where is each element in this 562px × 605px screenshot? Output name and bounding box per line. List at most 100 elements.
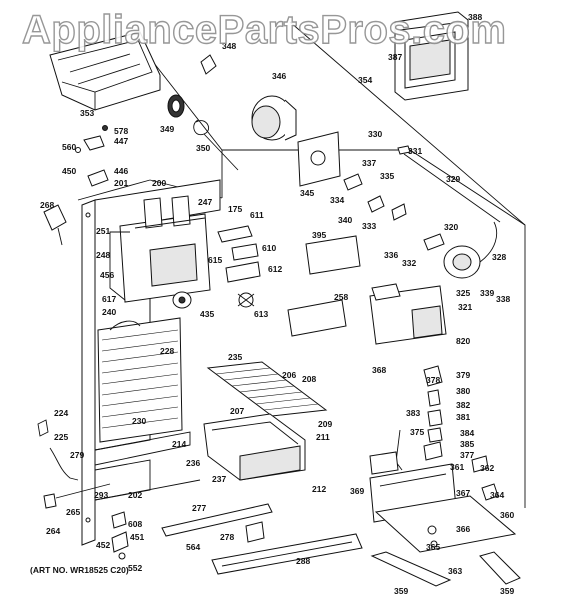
part-label-360: 360 <box>500 510 514 520</box>
lower-hinge-parts <box>43 483 129 560</box>
part-label-369: 369 <box>350 486 364 496</box>
part-label-247: 247 <box>198 197 212 207</box>
part-label-320: 320 <box>444 222 458 232</box>
part-label-349: 349 <box>160 124 174 134</box>
fan-bracket <box>217 225 261 308</box>
watermark: AppliancePartsPros.com <box>21 7 507 52</box>
part-label-450: 450 <box>62 166 76 176</box>
part-label-368: 368 <box>372 365 386 375</box>
part-label-608: 608 <box>128 519 142 529</box>
part-label-387: 387 <box>388 52 402 62</box>
part-label-278: 278 <box>220 532 234 542</box>
part-label-251: 251 <box>96 226 110 236</box>
part-label-235: 235 <box>228 352 242 362</box>
left-clips <box>75 125 109 187</box>
slide-rail <box>161 503 363 575</box>
part-label-240: 240 <box>102 307 116 317</box>
part-label-288: 288 <box>296 556 310 566</box>
part-label-612: 612 <box>268 264 282 274</box>
part-label-447: 447 <box>114 136 128 146</box>
linkage-parts <box>343 145 501 251</box>
part-label-328: 328 <box>492 252 506 262</box>
part-label-350: 350 <box>196 143 210 153</box>
part-label-361: 361 <box>450 462 464 472</box>
part-label-452: 452 <box>96 540 110 550</box>
part-label-363: 363 <box>448 566 462 576</box>
part-label-338: 338 <box>496 294 510 304</box>
part-label-212: 212 <box>312 484 326 494</box>
drain-tube <box>37 419 79 481</box>
part-label-209: 209 <box>318 419 332 429</box>
part-label-615: 615 <box>208 255 222 265</box>
icemaker <box>369 221 498 345</box>
part-label-330: 330 <box>368 129 382 139</box>
callout-labels: 3883873543483463533493505784475604464502… <box>40 12 514 596</box>
part-label-268: 268 <box>40 200 54 210</box>
part-label-224: 224 <box>54 408 68 418</box>
part-label-353: 353 <box>80 108 94 118</box>
part-label-335: 335 <box>380 171 394 181</box>
part-label-446: 446 <box>114 166 128 176</box>
wire-shelf <box>206 361 328 417</box>
part-label-382: 382 <box>456 400 470 410</box>
part-label-334: 334 <box>330 195 344 205</box>
part-label-208: 208 <box>302 374 316 384</box>
part-label-339: 339 <box>480 288 494 298</box>
part-label-337: 337 <box>362 158 376 168</box>
part-label-381: 381 <box>456 412 470 422</box>
chute-plate <box>374 455 517 553</box>
part-label-248: 248 <box>96 250 110 260</box>
part-label-362: 362 <box>480 463 494 473</box>
part-label-364: 364 <box>490 490 504 500</box>
auger-motor <box>251 95 297 141</box>
light-socket <box>43 204 67 246</box>
part-label-379: 379 <box>456 370 470 380</box>
ice-chute-door <box>394 11 469 101</box>
part-label-617: 617 <box>102 294 116 304</box>
part-label-279: 279 <box>70 450 84 460</box>
part-label-613: 613 <box>254 309 268 319</box>
part-label-264: 264 <box>46 526 60 536</box>
ice-bucket <box>49 31 161 111</box>
part-label-202: 202 <box>128 490 142 500</box>
part-label-395: 395 <box>312 230 326 240</box>
part-label-333: 333 <box>362 221 376 231</box>
part-label-293: 293 <box>94 490 108 500</box>
part-label-348: 348 <box>222 41 236 51</box>
part-label-329: 329 <box>446 174 460 184</box>
part-label-359: 359 <box>394 586 408 596</box>
part-label-175: 175 <box>228 204 242 214</box>
part-label-578: 578 <box>114 126 128 136</box>
part-label-377: 377 <box>460 450 474 460</box>
part-label-367: 367 <box>456 488 470 498</box>
part-label-228: 228 <box>160 346 174 356</box>
fan-motor <box>172 291 192 309</box>
part-label-265: 265 <box>66 507 80 517</box>
part-label-332: 332 <box>402 258 416 268</box>
part-label-610: 610 <box>262 243 276 253</box>
part-label-366: 366 <box>456 524 470 534</box>
part-label-611: 611 <box>250 210 264 220</box>
part-label-225: 225 <box>54 432 68 442</box>
part-label-336: 336 <box>384 250 398 260</box>
part-label-200: 200 <box>152 178 166 188</box>
part-label-359-right: 359 <box>500 586 514 596</box>
part-label-384: 384 <box>460 428 474 438</box>
part-label-354: 354 <box>358 75 372 85</box>
bottom-strips <box>370 551 521 587</box>
part-label-451: 451 <box>130 532 144 542</box>
part-label-206: 206 <box>282 370 296 380</box>
part-label-331: 331 <box>408 146 422 156</box>
part-label-560: 560 <box>62 142 76 152</box>
ice-bin <box>203 413 306 481</box>
control-panel-back <box>297 131 341 187</box>
part-label-564: 564 <box>186 542 200 552</box>
part-label-385: 385 <box>460 439 474 449</box>
part-label-325: 325 <box>456 288 470 298</box>
part-label-346: 346 <box>272 71 286 81</box>
part-label-383: 383 <box>406 408 420 418</box>
part-label-207: 207 <box>230 406 244 416</box>
part-label-345: 345 <box>300 188 314 198</box>
part-label-321: 321 <box>458 302 472 312</box>
